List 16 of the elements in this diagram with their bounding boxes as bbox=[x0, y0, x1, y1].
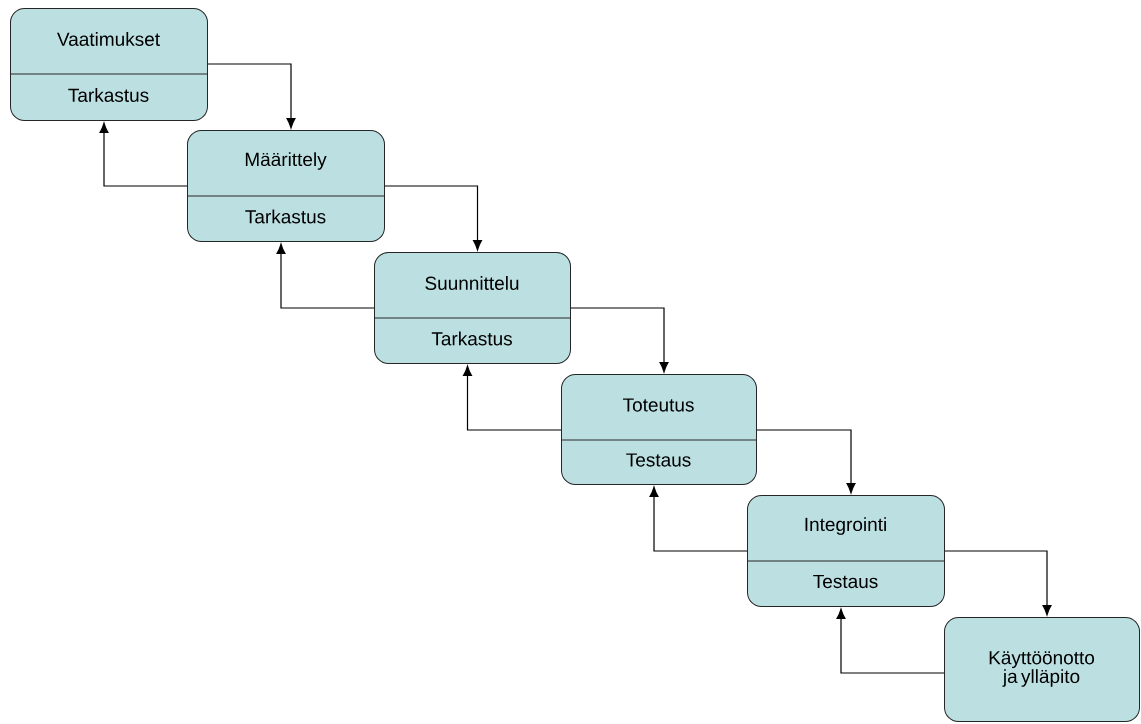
process-box: Käyttöönotto ja ylläpito bbox=[944, 617, 1140, 722]
process-box: Integrointi Testaus bbox=[746, 495, 945, 607]
arrow bbox=[463, 365, 562, 431]
arrow bbox=[207, 63, 296, 129]
process-box: Suunnittelu Tarkastus bbox=[373, 252, 571, 364]
process-box: Vaatimukset Tarkastus bbox=[9, 8, 208, 121]
arrow bbox=[649, 486, 748, 552]
arrow bbox=[384, 185, 482, 251]
process-box: Toteutus Testaus bbox=[560, 374, 757, 485]
process-box: Määrittely Tarkastus bbox=[186, 130, 385, 242]
arrow bbox=[944, 550, 1052, 616]
arrow bbox=[276, 243, 375, 309]
arrow bbox=[756, 429, 856, 494]
arrow bbox=[99, 122, 188, 187]
arrow bbox=[836, 608, 945, 674]
arrow bbox=[570, 307, 669, 373]
